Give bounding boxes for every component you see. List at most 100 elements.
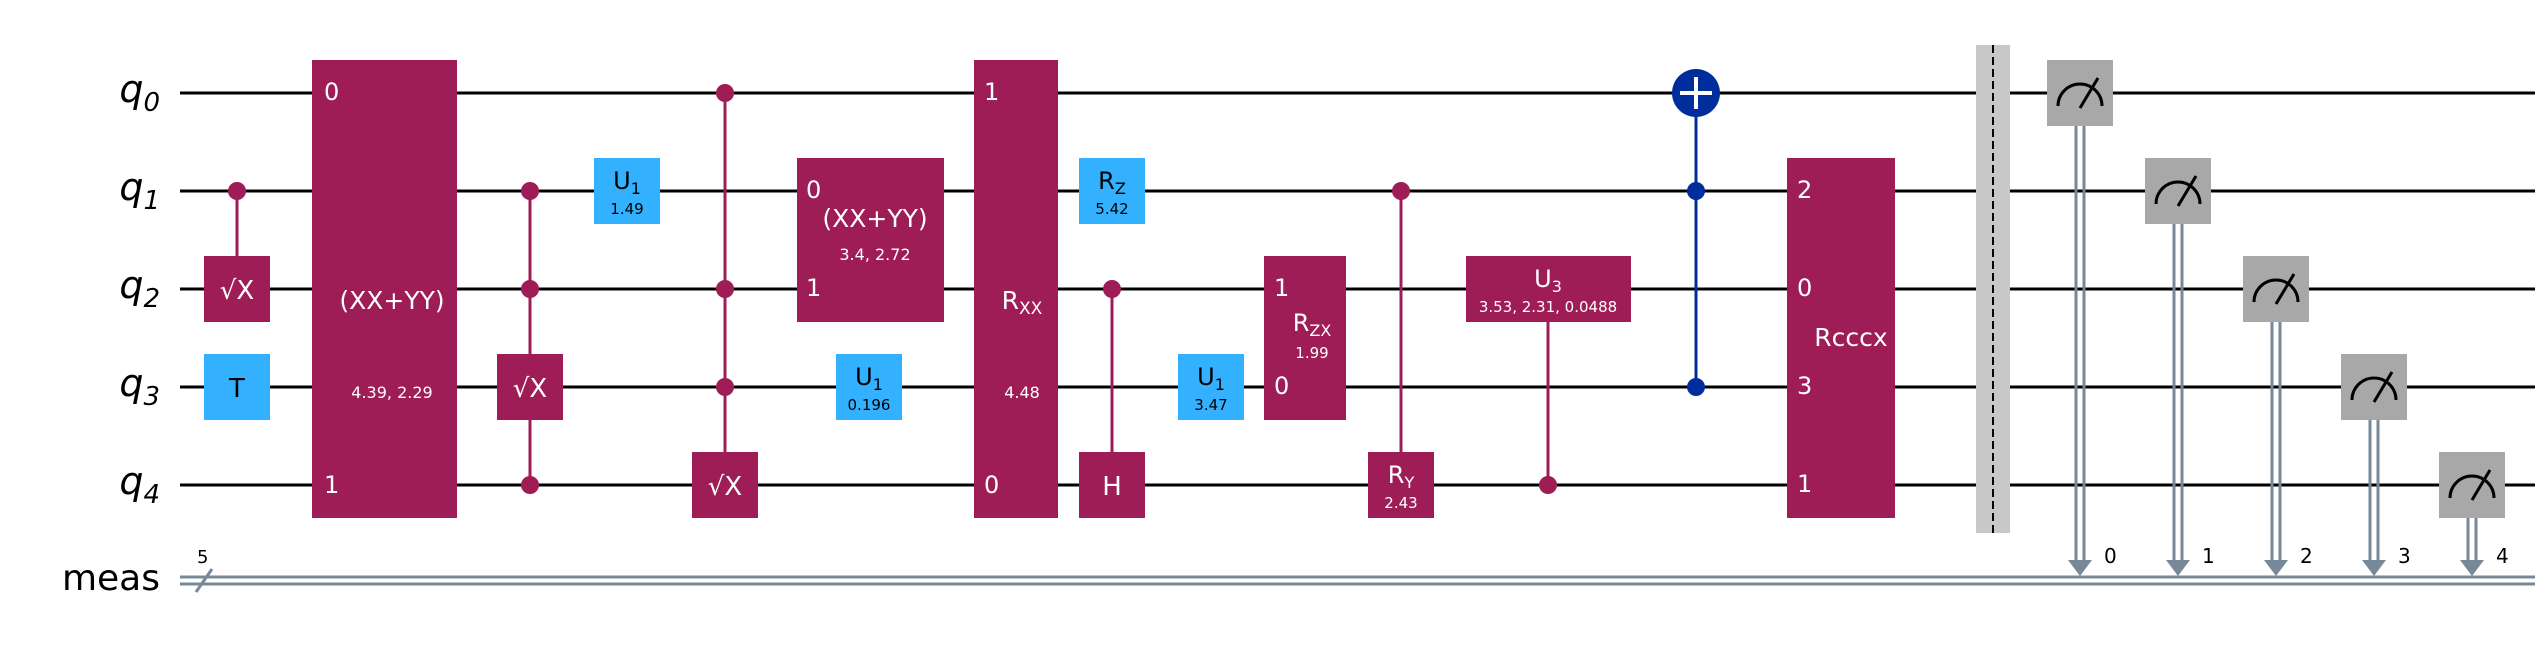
gate-rxx[interactable]: 1 0 RXX 4.48 (974, 60, 1058, 518)
measure-bit-label: 2 (2300, 544, 2313, 568)
rz-gate-box (1079, 158, 1145, 224)
gate-label: RZX (1293, 309, 1332, 340)
measure-q3[interactable]: 3 (2341, 354, 2411, 576)
gate-label: (XX+YY) (822, 204, 927, 233)
wire-label-q1: q1 (119, 165, 160, 216)
rxx-gate-box (974, 60, 1058, 518)
gate-params: 2.43 (1384, 494, 1417, 512)
measure-arrow-icon (2068, 560, 2092, 576)
gate-label: (XX+YY) (339, 286, 444, 315)
control-dot (1687, 182, 1705, 200)
control-dot (521, 280, 539, 298)
gate-label: RY (1388, 461, 1415, 492)
measure-bit-label: 0 (2104, 544, 2117, 568)
pin-label-top: 0 (324, 78, 339, 106)
wire-label-q0: q0 (119, 67, 160, 118)
gate-ccsx[interactable]: √X (497, 182, 563, 494)
measure-q2[interactable]: 2 (2243, 256, 2313, 576)
control-dot (1687, 378, 1705, 396)
gate-label: U1 (855, 363, 883, 394)
meter-needle-icon (2274, 273, 2296, 305)
meter-dial-icon (2252, 278, 2300, 303)
pin-label-top: 1 (1274, 274, 1289, 302)
control-dot (521, 182, 539, 200)
wire-label-q4: q4 (119, 459, 160, 510)
gate-label: U1 (613, 167, 641, 198)
control-dot (716, 84, 734, 102)
control-dot (228, 182, 246, 200)
measure-q4[interactable]: 4 (2439, 452, 2509, 576)
measure-q1[interactable]: 1 (2145, 158, 2215, 576)
meter-dial-icon (2448, 474, 2496, 499)
gate-u1-c[interactable]: U1 3.47 (1178, 354, 1244, 420)
pin-label: 2 (1797, 176, 1812, 204)
gate-params: 5.42 (1095, 200, 1128, 218)
gate-rcccx[interactable]: 2 0 3 1 Rcccx (1787, 158, 1895, 518)
register-width-label: 5 (197, 547, 208, 568)
wire-label-q3: q3 (119, 361, 160, 412)
control-dot (716, 378, 734, 396)
gate-u1-a[interactable]: U1 1.49 (594, 158, 660, 224)
rcccx-gate-box (1787, 158, 1895, 518)
gate-params: 3.4, 2.72 (839, 245, 910, 264)
classical-register: 5 (180, 547, 2535, 593)
meter-box (2439, 452, 2505, 518)
gate-cu3[interactable]: U3 3.53, 2.31, 0.0488 (1466, 256, 1631, 494)
gate-cry[interactable]: RY 2.43 (1368, 182, 1434, 518)
pin-label-top: 1 (984, 78, 999, 106)
gate-ccx[interactable] (1672, 69, 1720, 396)
u1-gate-box (836, 354, 902, 420)
pin-label-bottom: 0 (984, 471, 999, 499)
wire-labels: q0 q1 q2 q3 q4 meas (62, 67, 160, 599)
measure-arrow-icon (2362, 560, 2386, 576)
pin-label-bottom: 0 (1274, 372, 1289, 400)
control-dot (1539, 476, 1557, 494)
measure-arrow-icon (2264, 560, 2288, 576)
qubit-wires (180, 91, 2535, 487)
wire-label-q2: q2 (119, 263, 160, 314)
meter-needle-icon (2078, 77, 2100, 109)
gate-xx-plus-yy-2[interactable]: 0 1 (XX+YY) 3.4, 2.72 (797, 158, 944, 322)
u3-gate-box (1466, 256, 1631, 322)
sx-gate-box (204, 256, 270, 322)
control-dot (521, 476, 539, 494)
u1-gate-box (594, 158, 660, 224)
barrier (1976, 45, 2010, 533)
gate-params: 4.48 (1004, 383, 1040, 402)
gate-params: 4.39, 2.29 (351, 383, 432, 402)
measure-q0[interactable]: 0 (2047, 60, 2117, 576)
gate-params: 0.196 (848, 396, 891, 414)
register-width-slash (194, 568, 214, 593)
gate-params: 3.47 (1194, 396, 1227, 414)
t-gate-box (204, 354, 270, 420)
gate-cccsx[interactable]: √X (692, 84, 758, 518)
gate-params: 1.49 (610, 200, 643, 218)
gate-xx-plus-yy-1[interactable]: 0 1 (XX+YY) 4.39, 2.29 (312, 60, 457, 518)
pin-label: 1 (1797, 470, 1812, 498)
ry-gate-box (1368, 452, 1434, 518)
measure-bit-label: 1 (2202, 544, 2215, 568)
u1-gate-box (1178, 354, 1244, 420)
meter-needle-icon (2470, 469, 2492, 501)
gate-label: H (1102, 472, 1122, 502)
h-gate-box (1079, 452, 1145, 518)
measure-arrow-icon (2166, 560, 2190, 576)
meter-needle-icon (2372, 371, 2394, 403)
pin-label-bottom: 1 (806, 274, 821, 302)
wire-label-meas: meas (62, 558, 160, 599)
control-dot (716, 280, 734, 298)
gate-csx[interactable]: √X (204, 182, 270, 322)
xxyy-gate-box (312, 60, 457, 518)
measure-bit-label: 3 (2398, 544, 2411, 568)
gate-label: √X (708, 472, 742, 502)
gate-label: U1 (1197, 363, 1225, 394)
gate-ch[interactable]: H (1079, 280, 1145, 518)
gate-label: U3 (1534, 265, 1562, 296)
meter-dial-icon (2154, 180, 2202, 205)
meter-dial-icon (2350, 376, 2398, 401)
gate-rzx[interactable]: 1 0 RZX 1.99 (1264, 256, 1346, 420)
gate-rz[interactable]: RZ 5.42 (1079, 158, 1145, 224)
gate-t[interactable]: T (204, 354, 270, 420)
pin-label-bottom: 1 (324, 471, 339, 499)
gate-u1-b[interactable]: U1 0.196 (836, 354, 902, 420)
